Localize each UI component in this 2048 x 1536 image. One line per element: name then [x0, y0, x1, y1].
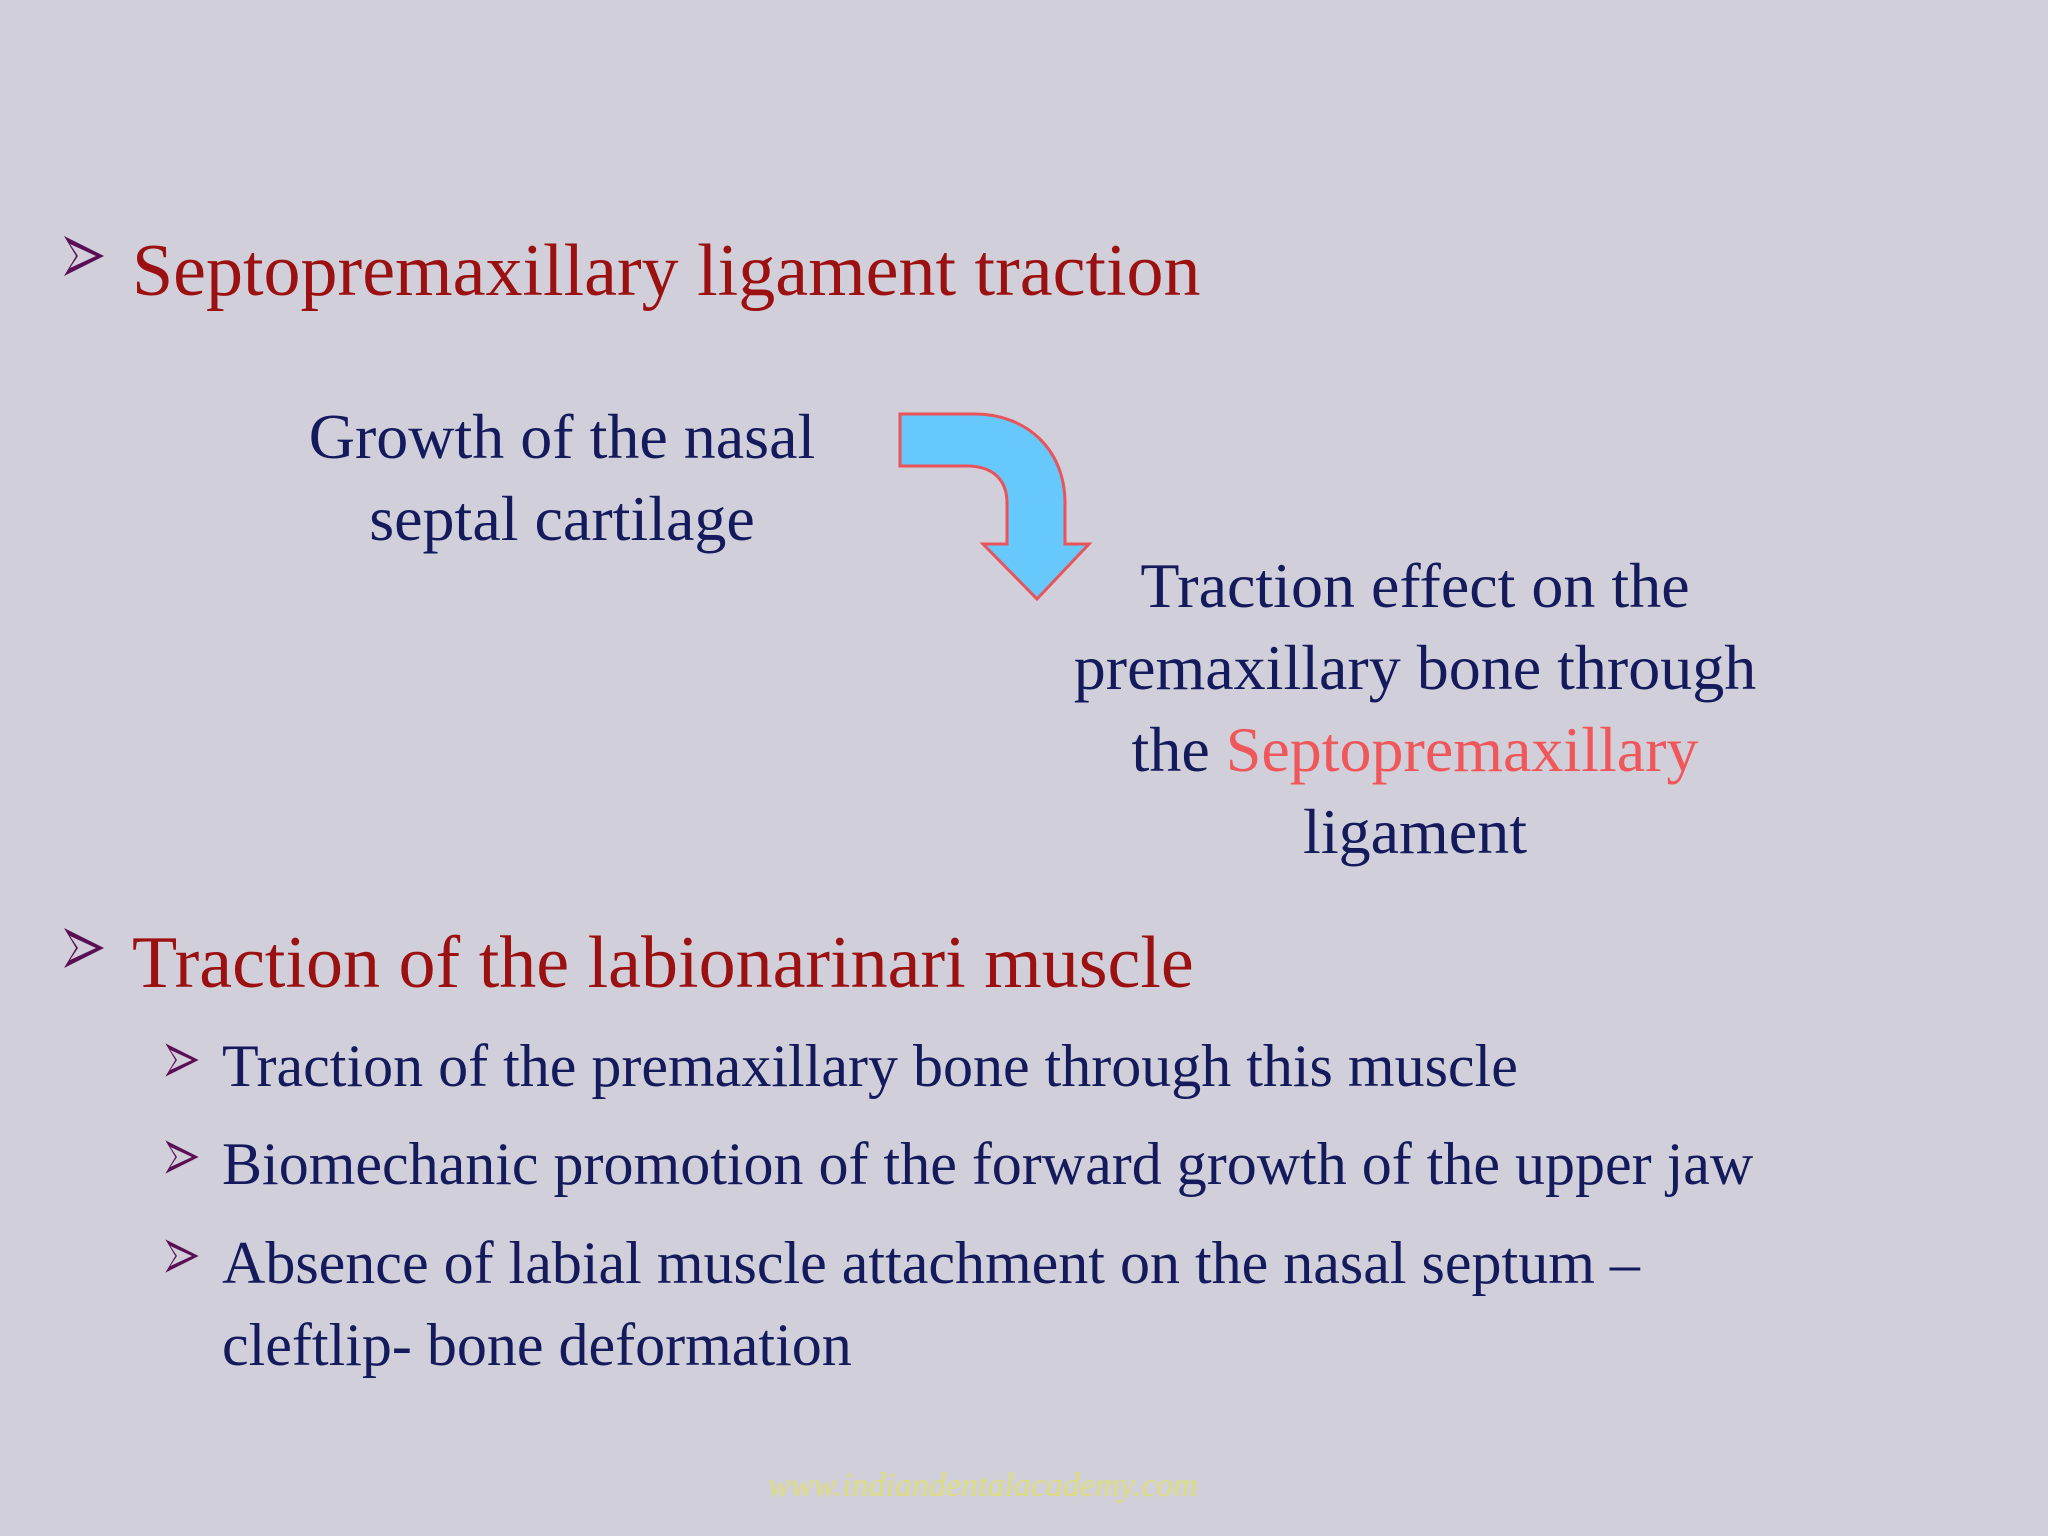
traction-line-2: premaxillary bone through — [1073, 632, 1757, 703]
traction-line-4: ligament — [1303, 796, 1527, 867]
septopremaxillary-highlight: Septopremaxillary — [1225, 714, 1699, 785]
list-item-continuation: cleftlip- bone deformation — [222, 1312, 852, 1378]
list-item: Absence of labial muscle attachment on t… — [222, 1230, 1640, 1296]
arrowhead-bullet-icon — [60, 232, 108, 280]
curved-arrow-icon — [895, 408, 1095, 608]
traction-line-3: the Septopremaxillary — [1015, 709, 1815, 791]
arrowhead-bullet-icon — [162, 1040, 202, 1080]
arrowhead-bullet-icon — [162, 1236, 202, 1276]
watermark: www.indiandentalacademy.com — [768, 1467, 1198, 1504]
list-item: Biomechanic promotion of the forward gro… — [222, 1131, 1754, 1197]
traction-line-3-prefix: the — [1131, 714, 1226, 785]
arrowhead-bullet-icon — [60, 924, 108, 972]
arrowhead-bullet-icon — [162, 1137, 202, 1177]
growth-text: Growth of the nasal septal cartilage — [272, 396, 852, 560]
growth-line-1: Growth of the nasal — [308, 401, 816, 472]
section1-heading: Septopremaxillary ligament traction — [132, 230, 1201, 312]
traction-line-1: Traction effect on the — [1140, 550, 1690, 621]
list-item: Traction of the premaxillary bone throug… — [222, 1033, 1518, 1099]
growth-line-2: septal cartilage — [369, 483, 755, 554]
section2-heading: Traction of the labionarinari muscle — [132, 922, 1194, 1004]
traction-effect-text: Traction effect on the premaxillary bone… — [1015, 545, 1815, 873]
